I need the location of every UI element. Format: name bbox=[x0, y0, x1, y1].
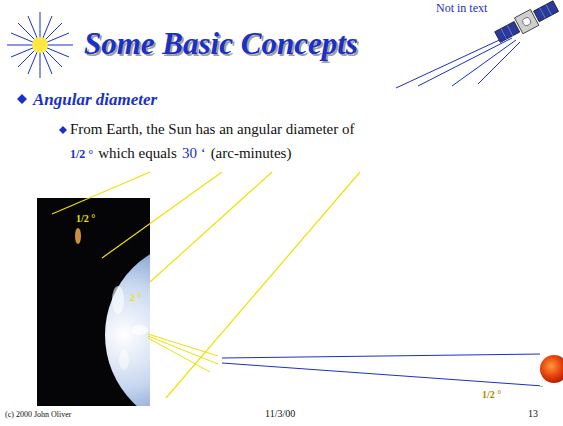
angle-label: 1/2 ° bbox=[482, 389, 501, 401]
body-text: which equals bbox=[98, 145, 177, 162]
angle-label: 2 ° bbox=[130, 292, 142, 304]
bullet-heading: Angular diameter bbox=[33, 90, 157, 110]
sun-photo-ground bbox=[540, 352, 563, 386]
earth-moon-photo bbox=[37, 198, 150, 406]
slide-title: Some Basic Concepts bbox=[84, 26, 358, 62]
footer-date: 11/3/00 bbox=[265, 408, 295, 420]
bullet-mark bbox=[17, 94, 27, 104]
sun-icon-core bbox=[32, 37, 48, 53]
note-label: Not in text bbox=[436, 2, 487, 16]
angle-lines bbox=[148, 334, 218, 372]
satellite-beams bbox=[396, 36, 520, 88]
angle-value: 30 ‘ bbox=[182, 145, 206, 162]
bullet-mark bbox=[59, 126, 67, 134]
angle-value: 1/2 ° bbox=[70, 147, 93, 162]
body-text: (arc-minutes) bbox=[211, 145, 292, 162]
sun-photo bbox=[540, 355, 563, 383]
sight-lines bbox=[222, 354, 543, 386]
sun-icon bbox=[7, 12, 73, 78]
body-line: 1/2 ° which equals 30 ‘ (arc-minutes) bbox=[70, 145, 291, 162]
page-number: 13 bbox=[528, 408, 538, 420]
angle-label: 1/2 ° bbox=[76, 213, 95, 225]
footer-copyright: (c) 2000 John Oliver bbox=[5, 410, 71, 419]
leader-lines bbox=[52, 172, 360, 398]
body-text: From Earth, the Sun has an angular diame… bbox=[70, 121, 355, 138]
